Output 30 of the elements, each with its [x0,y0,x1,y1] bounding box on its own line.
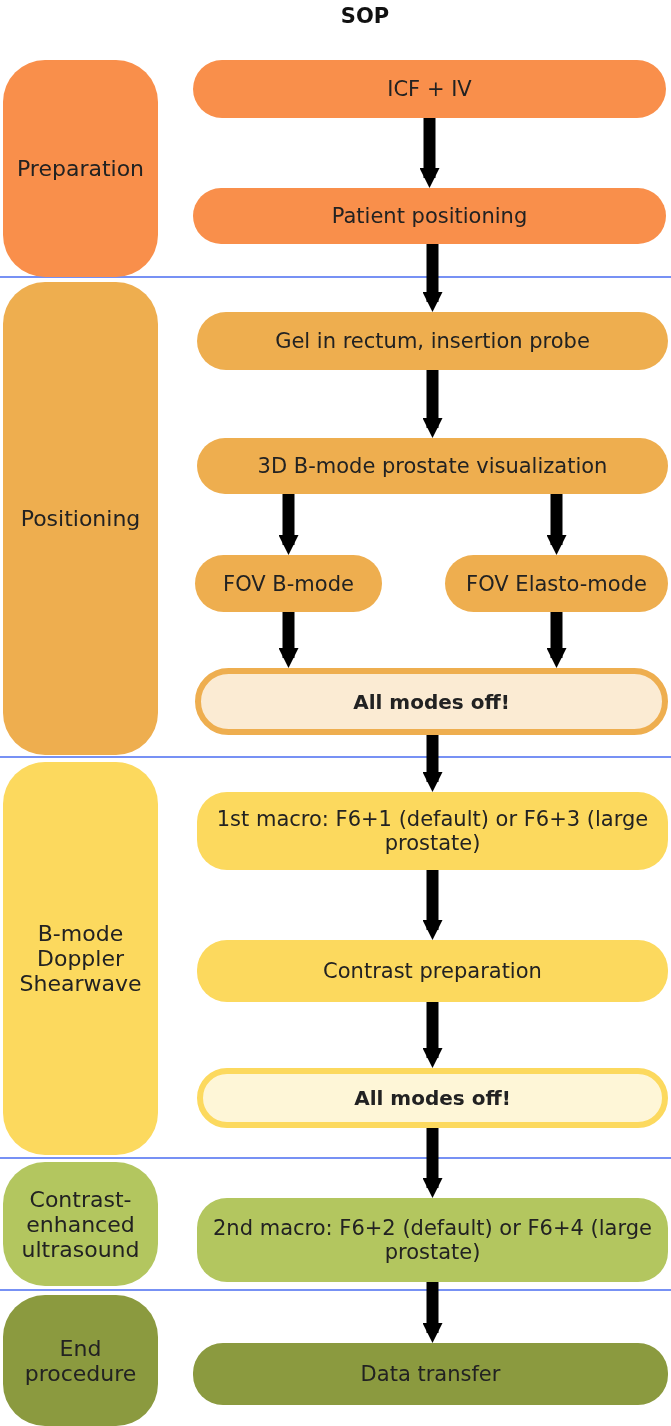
step-box: ICF + IV [193,60,666,118]
diagram-title: SOP [339,4,391,28]
phase-box: Contrast-enhanced ultrasound [3,1162,158,1286]
arrow [278,612,299,668]
step-box: Contrast preparation [197,940,668,1002]
warning-box: All modes off! [197,1068,668,1128]
step-box: FOV B-mode [195,555,382,612]
phase-box: Positioning [3,282,158,755]
warning-box: All modes off! [195,668,668,735]
step-box: Gel in rectum, insertion probe [197,312,668,370]
arrow [419,118,440,188]
arrow [422,1002,443,1068]
arrow [422,370,443,438]
phase-box: End procedure [3,1295,158,1426]
arrow [422,870,443,940]
step-box: 1st macro: F6+1 (default) or F6+3 (large prostate) [197,792,668,870]
phase-box: Preparation [3,60,158,277]
arrow [546,612,567,668]
arrow [422,244,443,312]
arrow [422,1128,443,1198]
arrow [422,735,443,792]
phase-box: B-mode Doppler Shearwave [3,762,158,1155]
step-box: 2nd macro: F6+2 (default) or F6+4 (large prostate) [197,1198,668,1282]
step-box: FOV Elasto-mode [445,555,668,612]
step-box: 3D B-mode prostate visualization [197,438,668,494]
step-box: Patient positioning [193,188,666,244]
arrow [278,494,299,555]
step-box: Data transfer [193,1343,668,1405]
arrow [422,1282,443,1343]
arrow [546,494,567,555]
